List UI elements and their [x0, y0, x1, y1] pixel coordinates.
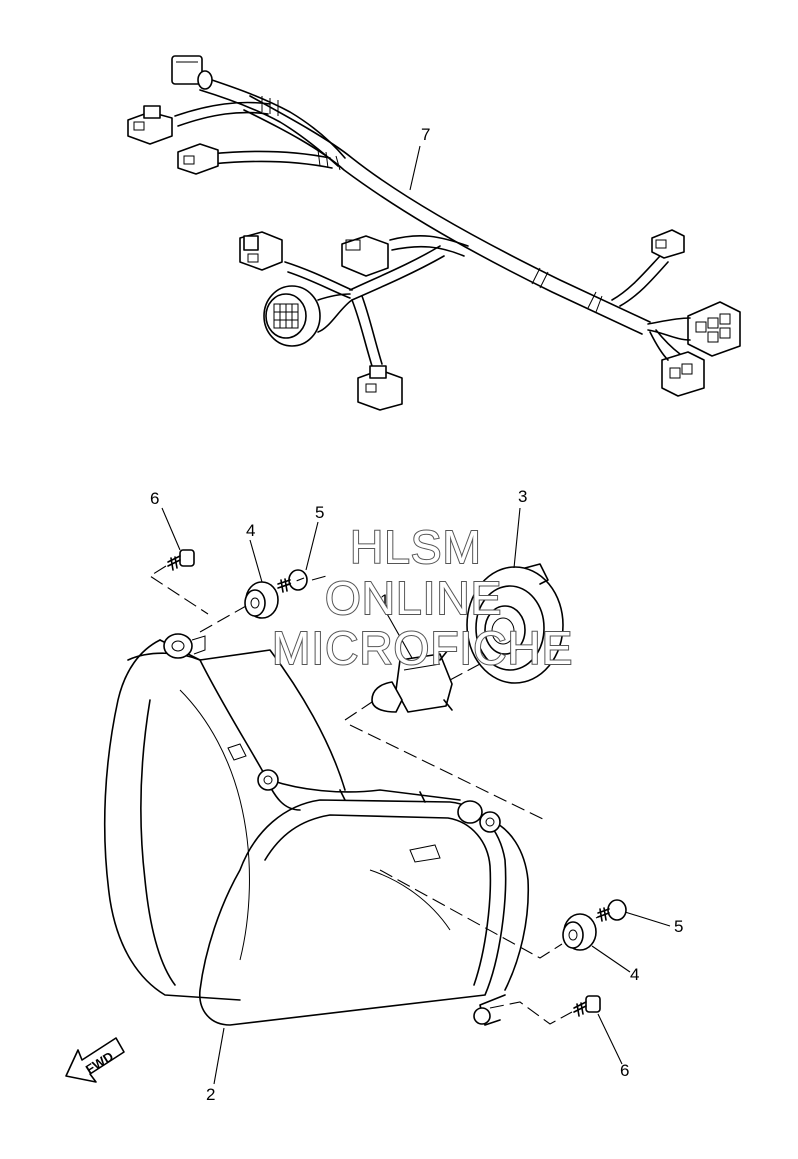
wire-harness-part-7	[127, 55, 741, 411]
watermark-line-2: ONLINE	[325, 572, 502, 624]
callout-numbers: 7 3 1 4 5 6 5 4 6 2	[150, 125, 683, 1104]
bulb-part-1	[371, 649, 453, 713]
harness-connector-3	[177, 143, 219, 175]
harness-connector-right-small	[651, 229, 685, 259]
callout-7: 7	[421, 125, 430, 144]
headlight-mount-tab-middle	[257, 769, 279, 791]
harness-connector-top	[171, 55, 213, 90]
headlight-mount-tab-right	[457, 800, 501, 833]
harness-connector-2	[127, 105, 173, 145]
callout-1: 1	[380, 591, 389, 610]
assembly-guide-lines	[148, 565, 601, 1025]
headlight-assembly-part-2	[103, 633, 530, 1026]
fwd-direction-arrow: FWD	[65, 1037, 125, 1083]
harness-connector-right-big	[647, 301, 741, 357]
watermark: HLSM ONLINE MICROFICHE	[271, 520, 573, 675]
callout-5-lower: 5	[674, 917, 683, 936]
callout-4-upper: 4	[246, 521, 255, 540]
watermark-line-3: MICROFICHE	[272, 622, 573, 674]
screw-part-5-upper	[277, 569, 308, 593]
cover-part-3	[466, 563, 564, 684]
headlight-mount-tab-top	[163, 633, 206, 659]
grommet-part-4-upper	[244, 581, 279, 619]
grommet-part-4-lower	[562, 913, 597, 951]
callout-3: 3	[518, 487, 527, 506]
screw-part-5-lower	[597, 899, 627, 922]
harness-connector-right-lower	[649, 329, 705, 397]
harness-connector-bottom	[357, 365, 403, 411]
watermark-line-1: HLSM	[350, 521, 482, 573]
callout-2: 2	[206, 1085, 215, 1104]
harness-round-connector	[263, 285, 353, 347]
callout-6-lower: 6	[620, 1061, 629, 1080]
harness-connector-5	[341, 235, 389, 277]
callout-5-upper: 5	[315, 503, 324, 522]
callout-6-upper: 6	[150, 489, 159, 508]
bolt-part-6-upper	[167, 549, 195, 571]
callout-4-lower: 4	[630, 965, 639, 984]
harness-connector-4	[239, 231, 283, 271]
bolt-part-6-lower	[573, 995, 601, 1017]
leader-lines	[161, 145, 671, 1085]
